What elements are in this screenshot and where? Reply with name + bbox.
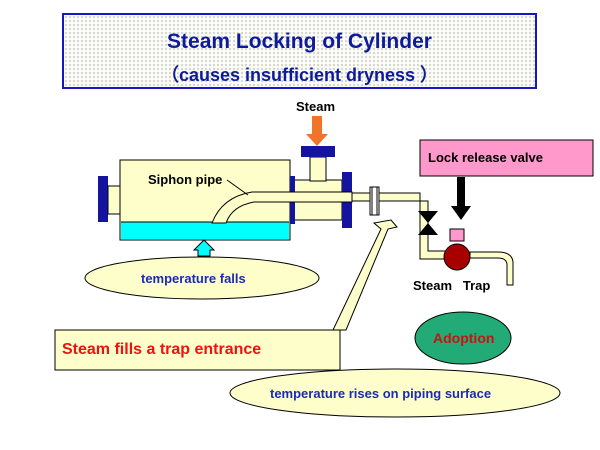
valve-icon	[418, 211, 438, 223]
steam-trap-label: Steam Trap	[413, 278, 491, 293]
adoption-label: Adoption	[433, 330, 495, 346]
temperature-rises-label: temperature rises on piping surface	[270, 386, 492, 401]
siphon-pipe-label: Siphon pipe	[148, 172, 223, 187]
steam-riser-flange	[301, 146, 335, 157]
cylinder-left-flange-inner	[107, 185, 121, 215]
trap-valve	[449, 228, 465, 242]
title-box: Steam Locking of Cylinder （causes insuff…	[62, 13, 537, 89]
diagram-subtitle: （causes insufficient dryness ）	[160, 65, 439, 85]
steam-fills-pointer	[332, 219, 398, 331]
temperature-falls-label: temperature falls	[141, 271, 246, 286]
trap-outlet-pipe	[469, 251, 514, 286]
siphon-pipe	[211, 191, 353, 224]
heat-loss-arrow	[192, 239, 216, 257]
diagram-title: Steam Locking of Cylinder	[167, 30, 432, 53]
steam-fills-label: Steam fills a trap entrance	[62, 341, 262, 358]
temperature-falls-callout	[84, 256, 320, 300]
lock-release-arrow	[451, 177, 471, 220]
temperature-rises-callout	[229, 368, 561, 418]
lock-release-valve-box	[419, 139, 594, 177]
adoption-badge	[414, 311, 512, 365]
steam-riser	[309, 156, 327, 182]
pipe-union	[369, 186, 380, 216]
outlet-pipe	[352, 192, 447, 260]
cylinder-left-flange-outer	[98, 176, 108, 222]
steam-fills-box	[54, 329, 341, 371]
steam-inlet-label: Steam	[296, 99, 336, 114]
steam-trap	[443, 243, 471, 271]
condensate-water	[121, 222, 289, 239]
lock-release-valve-label: Lock release valve	[428, 150, 543, 165]
steam-inlet-arrow	[306, 116, 328, 146]
